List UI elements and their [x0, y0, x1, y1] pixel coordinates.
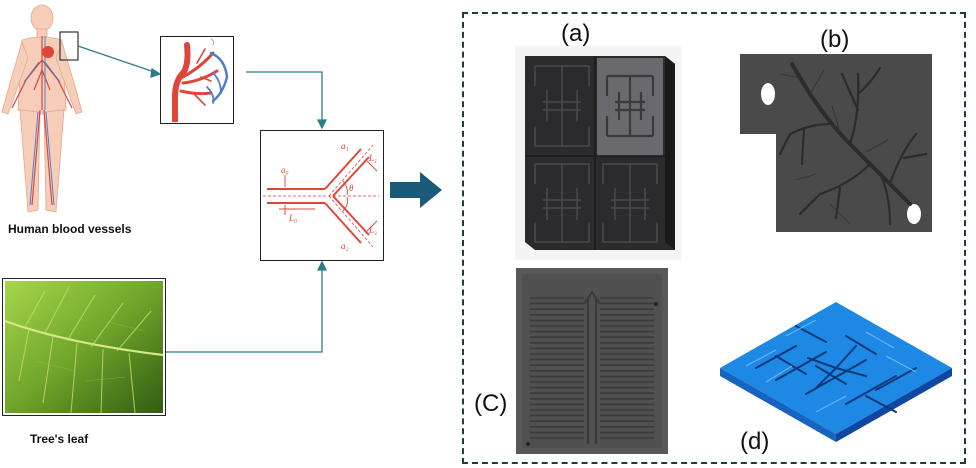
panel-label-c: (C) — [474, 390, 508, 417]
panel-a-fractal-plate — [515, 46, 681, 260]
label-a0: a₀ — [281, 165, 289, 175]
label-a1: a₁ — [341, 141, 349, 151]
label-a2: a₂ — [341, 241, 349, 251]
panel-c-serpentine-plate — [516, 268, 668, 454]
panel-label-b: (b) — [820, 26, 850, 53]
panel-b-tree-plate — [740, 54, 932, 232]
human-blood-vessels-label: Human blood vessels — [8, 222, 132, 236]
examples-dashed-box — [462, 12, 966, 464]
trees-leaf-label: Tree's leaf — [30, 432, 89, 446]
label-l2: L₂ — [368, 225, 377, 235]
human-figure — [1, 4, 83, 213]
leaf-photo-frame — [2, 278, 166, 416]
bifurcation-schematic: a₀ L₀ a₁ L₁ θ L₂ a₂ — [263, 141, 379, 251]
panel-label-a: (a) — [561, 20, 591, 47]
right-arrow-icon — [390, 172, 442, 208]
label-l0: L₀ — [288, 213, 297, 223]
panel-label-d: (d) — [740, 428, 770, 455]
vessel-zoom-box — [160, 36, 234, 124]
leaf-photo — [4, 281, 164, 414]
vessel-branching-illustration — [172, 38, 229, 124]
label-theta: θ — [349, 183, 354, 193]
bifurcation-schematic-box: a₀ L₀ a₁ L₁ θ L₂ a₂ — [260, 130, 384, 261]
label-l1: L₁ — [368, 153, 377, 163]
panel-d-3d-model — [720, 302, 952, 442]
